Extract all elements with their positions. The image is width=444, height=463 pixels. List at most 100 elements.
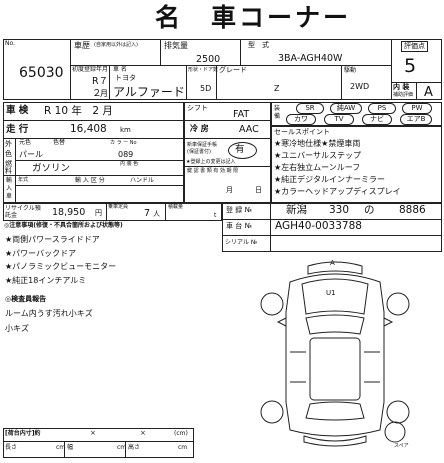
first-reg-label: 初度登録年月 bbox=[72, 66, 109, 73]
plate-frame bbox=[222, 203, 442, 252]
note-line-1: ★両側パワースライドドア bbox=[5, 235, 100, 244]
entry-no-value: 65030 bbox=[19, 65, 64, 81]
report-heading: ◎検査員報告 bbox=[5, 295, 47, 303]
color-label-left: 外 bbox=[5, 140, 12, 148]
doors-value: 5D bbox=[200, 84, 212, 93]
reg-class: 330 bbox=[329, 204, 350, 216]
equip-kawa: カワ bbox=[286, 114, 316, 125]
cargo-unit: (cm) bbox=[174, 430, 188, 437]
load-unit: t bbox=[214, 212, 217, 219]
import-label-2: 入 bbox=[6, 185, 13, 192]
drive-value: 2WD bbox=[350, 82, 370, 91]
drive-label: 駆動 bbox=[344, 67, 357, 74]
cargo-label: [荷台内寸]約 bbox=[5, 430, 41, 437]
serial-label: シリアル № bbox=[225, 239, 258, 246]
fin-month: 月 bbox=[226, 186, 233, 194]
cargo-height-label: 高さ bbox=[128, 444, 141, 451]
chassis-value: AGH40-0033788 bbox=[275, 220, 362, 232]
mileage-value: 16,408 bbox=[70, 123, 107, 135]
history-note: (自家用以外は記入) bbox=[94, 42, 138, 48]
car-name-label: 車 名 bbox=[113, 66, 127, 73]
chassis-label: 車 台 № bbox=[226, 222, 252, 230]
note-line-3: ★パノラミックビューモニター bbox=[5, 262, 117, 271]
notes-heading: ◎注意事項(修復・不具合箇所および状態等) bbox=[4, 222, 123, 229]
color-code-label: カ ラ ー No bbox=[110, 140, 137, 146]
equipment-label: 装備 bbox=[274, 105, 281, 120]
header-frame bbox=[3, 39, 442, 100]
car-diagram bbox=[260, 261, 410, 447]
cargo-width-label: 幅 bbox=[67, 444, 74, 451]
recycle-unit: 円 bbox=[95, 209, 102, 217]
equip-aw: 純AW bbox=[330, 103, 362, 114]
reg-number: 8886 bbox=[399, 204, 426, 216]
capacity-unit: 人 bbox=[153, 210, 160, 218]
fin-day: 日 bbox=[255, 186, 262, 194]
sales-line-5: ★カラーヘッドアップディスプレイ bbox=[274, 187, 401, 196]
displacement-value: 2500 bbox=[196, 54, 221, 65]
first-reg-month: ２ bbox=[92, 88, 102, 99]
first-reg-year: R７ bbox=[92, 76, 109, 87]
equip-pw: PW bbox=[402, 103, 432, 114]
orig-color-label: 元色 bbox=[19, 139, 32, 146]
fuel-value: ガソリン bbox=[32, 163, 71, 174]
recycle-value: 18,950 bbox=[52, 207, 86, 218]
front-label: A bbox=[330, 259, 335, 267]
equip-ps: PS bbox=[368, 103, 396, 114]
ac-label: 冷 房 bbox=[190, 124, 209, 133]
equip-navi: ナビ bbox=[362, 114, 392, 125]
cargo-cm3: cm bbox=[178, 444, 188, 451]
interior-sub: 補助評価 bbox=[393, 92, 414, 98]
cargo-cm1: cm bbox=[56, 444, 66, 451]
maker-value: トヨタ bbox=[115, 74, 136, 82]
report-line-1: ルーム内うす汚れ小キズ bbox=[5, 309, 93, 318]
load-label: 積載量 bbox=[168, 204, 184, 210]
manual-value: 有 bbox=[235, 144, 245, 155]
score-value: 5 bbox=[404, 55, 417, 77]
sales-frame bbox=[271, 126, 442, 203]
sales-line-4: ★純正デジタルインナーミラー bbox=[274, 175, 386, 184]
manual-note: ★登録上の変更は記入 bbox=[186, 159, 236, 165]
entry-no-label: No. bbox=[5, 40, 15, 47]
recycle-frame bbox=[3, 203, 222, 221]
color-value: パール bbox=[19, 150, 43, 159]
spare-label: スペア bbox=[394, 443, 409, 449]
cargo-length-label: 長さ bbox=[5, 444, 18, 451]
spec-frame bbox=[3, 102, 184, 203]
shaken-label: 車 検 bbox=[6, 105, 29, 116]
equip-sr: SR bbox=[296, 103, 324, 114]
year-type-label: 年式 bbox=[18, 177, 29, 183]
capacity-value: 7 bbox=[144, 208, 151, 219]
model-value: 3BA-AGH40W bbox=[278, 53, 343, 64]
interior-label: 内 装 bbox=[393, 83, 410, 91]
model-label: 型 式 bbox=[248, 41, 269, 49]
displacement-label: 排気量 bbox=[164, 41, 188, 50]
fuel-label: 燃 料 bbox=[5, 160, 12, 175]
color-code-value: 089 bbox=[118, 150, 134, 159]
manual-circle bbox=[228, 142, 257, 159]
sales-label: セールスポイント bbox=[274, 128, 330, 136]
first-reg-month-unit: 月 bbox=[100, 89, 108, 98]
reg-label: 登 録 № bbox=[226, 206, 252, 214]
cargo-frame bbox=[3, 428, 194, 458]
mid-frame bbox=[184, 102, 271, 203]
grade-value: Z bbox=[274, 84, 280, 93]
capacity-label: 乗車定員 bbox=[108, 204, 129, 210]
shift-label: シフト bbox=[187, 104, 208, 112]
interior-value: A bbox=[424, 85, 433, 100]
import-label-3: 車 bbox=[6, 193, 13, 200]
note-line-2: ★パワーバックドア bbox=[5, 249, 77, 258]
recycle-label: リサイクル預託金 bbox=[5, 205, 41, 219]
doors-label: 形状・ドア数 bbox=[188, 67, 219, 73]
reg-area: 新潟 bbox=[286, 204, 307, 216]
color-label-right: 色 bbox=[5, 150, 12, 158]
fin-label: 鍵 認 書 類 有 効 期 限 bbox=[187, 168, 239, 174]
color-label: 色替 bbox=[53, 139, 66, 146]
ac-value: AAC bbox=[239, 124, 259, 135]
interior-color-label: 内 装 色 bbox=[120, 161, 139, 167]
import-label-1: 輸 bbox=[6, 177, 13, 184]
mileage-unit: km bbox=[120, 126, 131, 134]
mileage-label: 走 行 bbox=[6, 124, 29, 135]
import-category-label: 輸 入 区 分 bbox=[75, 177, 105, 184]
grade-label: グレード bbox=[219, 66, 247, 74]
reg-kana: の bbox=[364, 204, 375, 216]
